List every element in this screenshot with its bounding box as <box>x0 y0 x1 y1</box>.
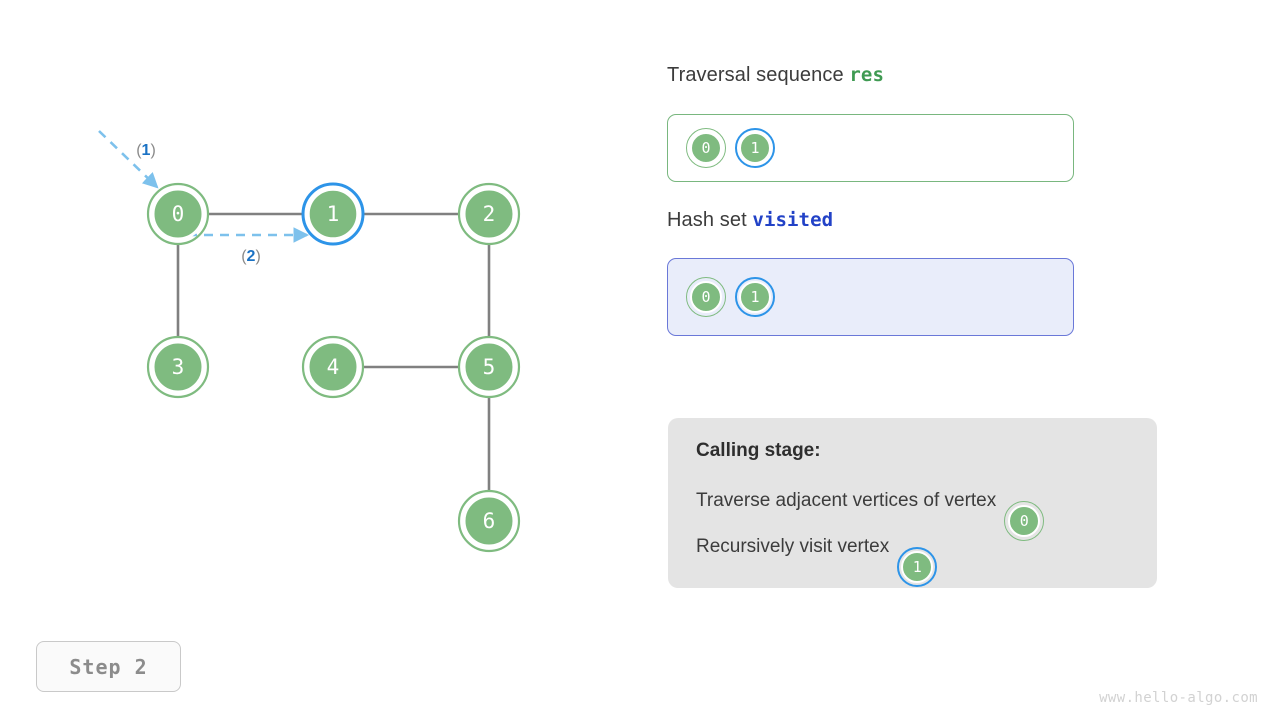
node-disc <box>306 187 360 241</box>
visited-title-text: Hash set <box>667 209 747 231</box>
token-label: 1 <box>901 551 934 583</box>
node-label: 6 <box>483 509 496 533</box>
node-outer-ring <box>457 182 521 246</box>
res-title-code: res <box>849 64 884 86</box>
graph-arrow-layer <box>98 130 310 243</box>
entry-arrow-label: (1) <box>136 142 156 159</box>
visited-token-1: 1 <box>735 277 775 317</box>
graph-node-1: 1 <box>301 182 365 246</box>
node-outer-ring <box>301 182 365 246</box>
node-label: 3 <box>172 355 185 379</box>
node-outer-ring <box>457 335 521 399</box>
node-label: 4 <box>327 355 340 379</box>
node-outer-ring <box>457 489 521 553</box>
calling-stage-title: Calling stage: <box>696 440 821 461</box>
visited-token-0: 0 <box>686 277 726 317</box>
node-outer-ring <box>146 182 210 246</box>
node-label: 1 <box>327 202 340 226</box>
node-disc <box>151 187 205 241</box>
token-label: 1 <box>739 132 771 164</box>
res-title-text: Traversal sequence <box>667 64 844 86</box>
graph-edge-layer <box>176 212 491 491</box>
node-label: 0 <box>172 202 185 226</box>
node-disc <box>462 340 516 394</box>
visited-title-code: visited <box>752 209 834 231</box>
graph-node-6: 6 <box>457 489 521 553</box>
step-badge: Step 2 <box>36 641 181 692</box>
graph-diagram: 0 1 2 3 4 5 6 (1) (2) <box>98 130 521 553</box>
graph-arrow-label-layer: (1) (2) <box>136 142 261 265</box>
node-disc <box>306 340 360 394</box>
graph-node-5: 5 <box>457 335 521 399</box>
calling-stage-box: Calling stage: Traverse adjacent vertice… <box>668 418 1157 588</box>
node-disc <box>462 494 516 548</box>
res-token-1: 1 <box>735 128 775 168</box>
token-label: 0 <box>690 281 722 313</box>
calling-stage-line-1: Traverse adjacent vertices of vertex 0 <box>696 490 1045 541</box>
token-ring <box>686 277 726 317</box>
res-section-title: Traversal sequence res <box>667 64 884 87</box>
graph-node-2: 2 <box>457 182 521 246</box>
token-ring <box>735 277 775 317</box>
token-ring <box>686 128 726 168</box>
calling-stage-line-1-text: Traverse adjacent vertices of vertex <box>696 490 997 511</box>
calling-stage-line-2: Recursively visit vertex 1 <box>696 536 938 587</box>
entry-arrow-line <box>98 130 159 189</box>
node-outer-ring <box>301 335 365 399</box>
node-outer-ring <box>146 335 210 399</box>
res-token-0: 0 <box>686 128 726 168</box>
node-label: 2 <box>483 202 496 226</box>
token-ring <box>1004 501 1045 541</box>
graph-node-4: 4 <box>301 335 365 399</box>
traverse-arrow-label: (2) <box>241 248 261 265</box>
calling-stage-line-2-text: Recursively visit vertex <box>696 536 890 557</box>
graph-node-3: 3 <box>146 335 210 399</box>
token-ring <box>897 547 938 587</box>
node-disc <box>151 340 205 394</box>
token-label: 0 <box>690 132 722 164</box>
graph-node-layer: 0 1 2 3 4 5 6 <box>146 182 521 553</box>
graph-node-0: 0 <box>146 182 210 246</box>
node-disc <box>462 187 516 241</box>
node-label: 5 <box>483 355 496 379</box>
token-label: 0 <box>1008 505 1041 537</box>
graph-panel: 0 1 2 3 4 5 6 (1) (2) <box>0 0 620 720</box>
visited-section-title: Hash set visited <box>667 209 833 232</box>
token-ring <box>735 128 775 168</box>
watermark: www.hello-algo.com <box>1099 690 1258 706</box>
token-label: 1 <box>739 281 771 313</box>
